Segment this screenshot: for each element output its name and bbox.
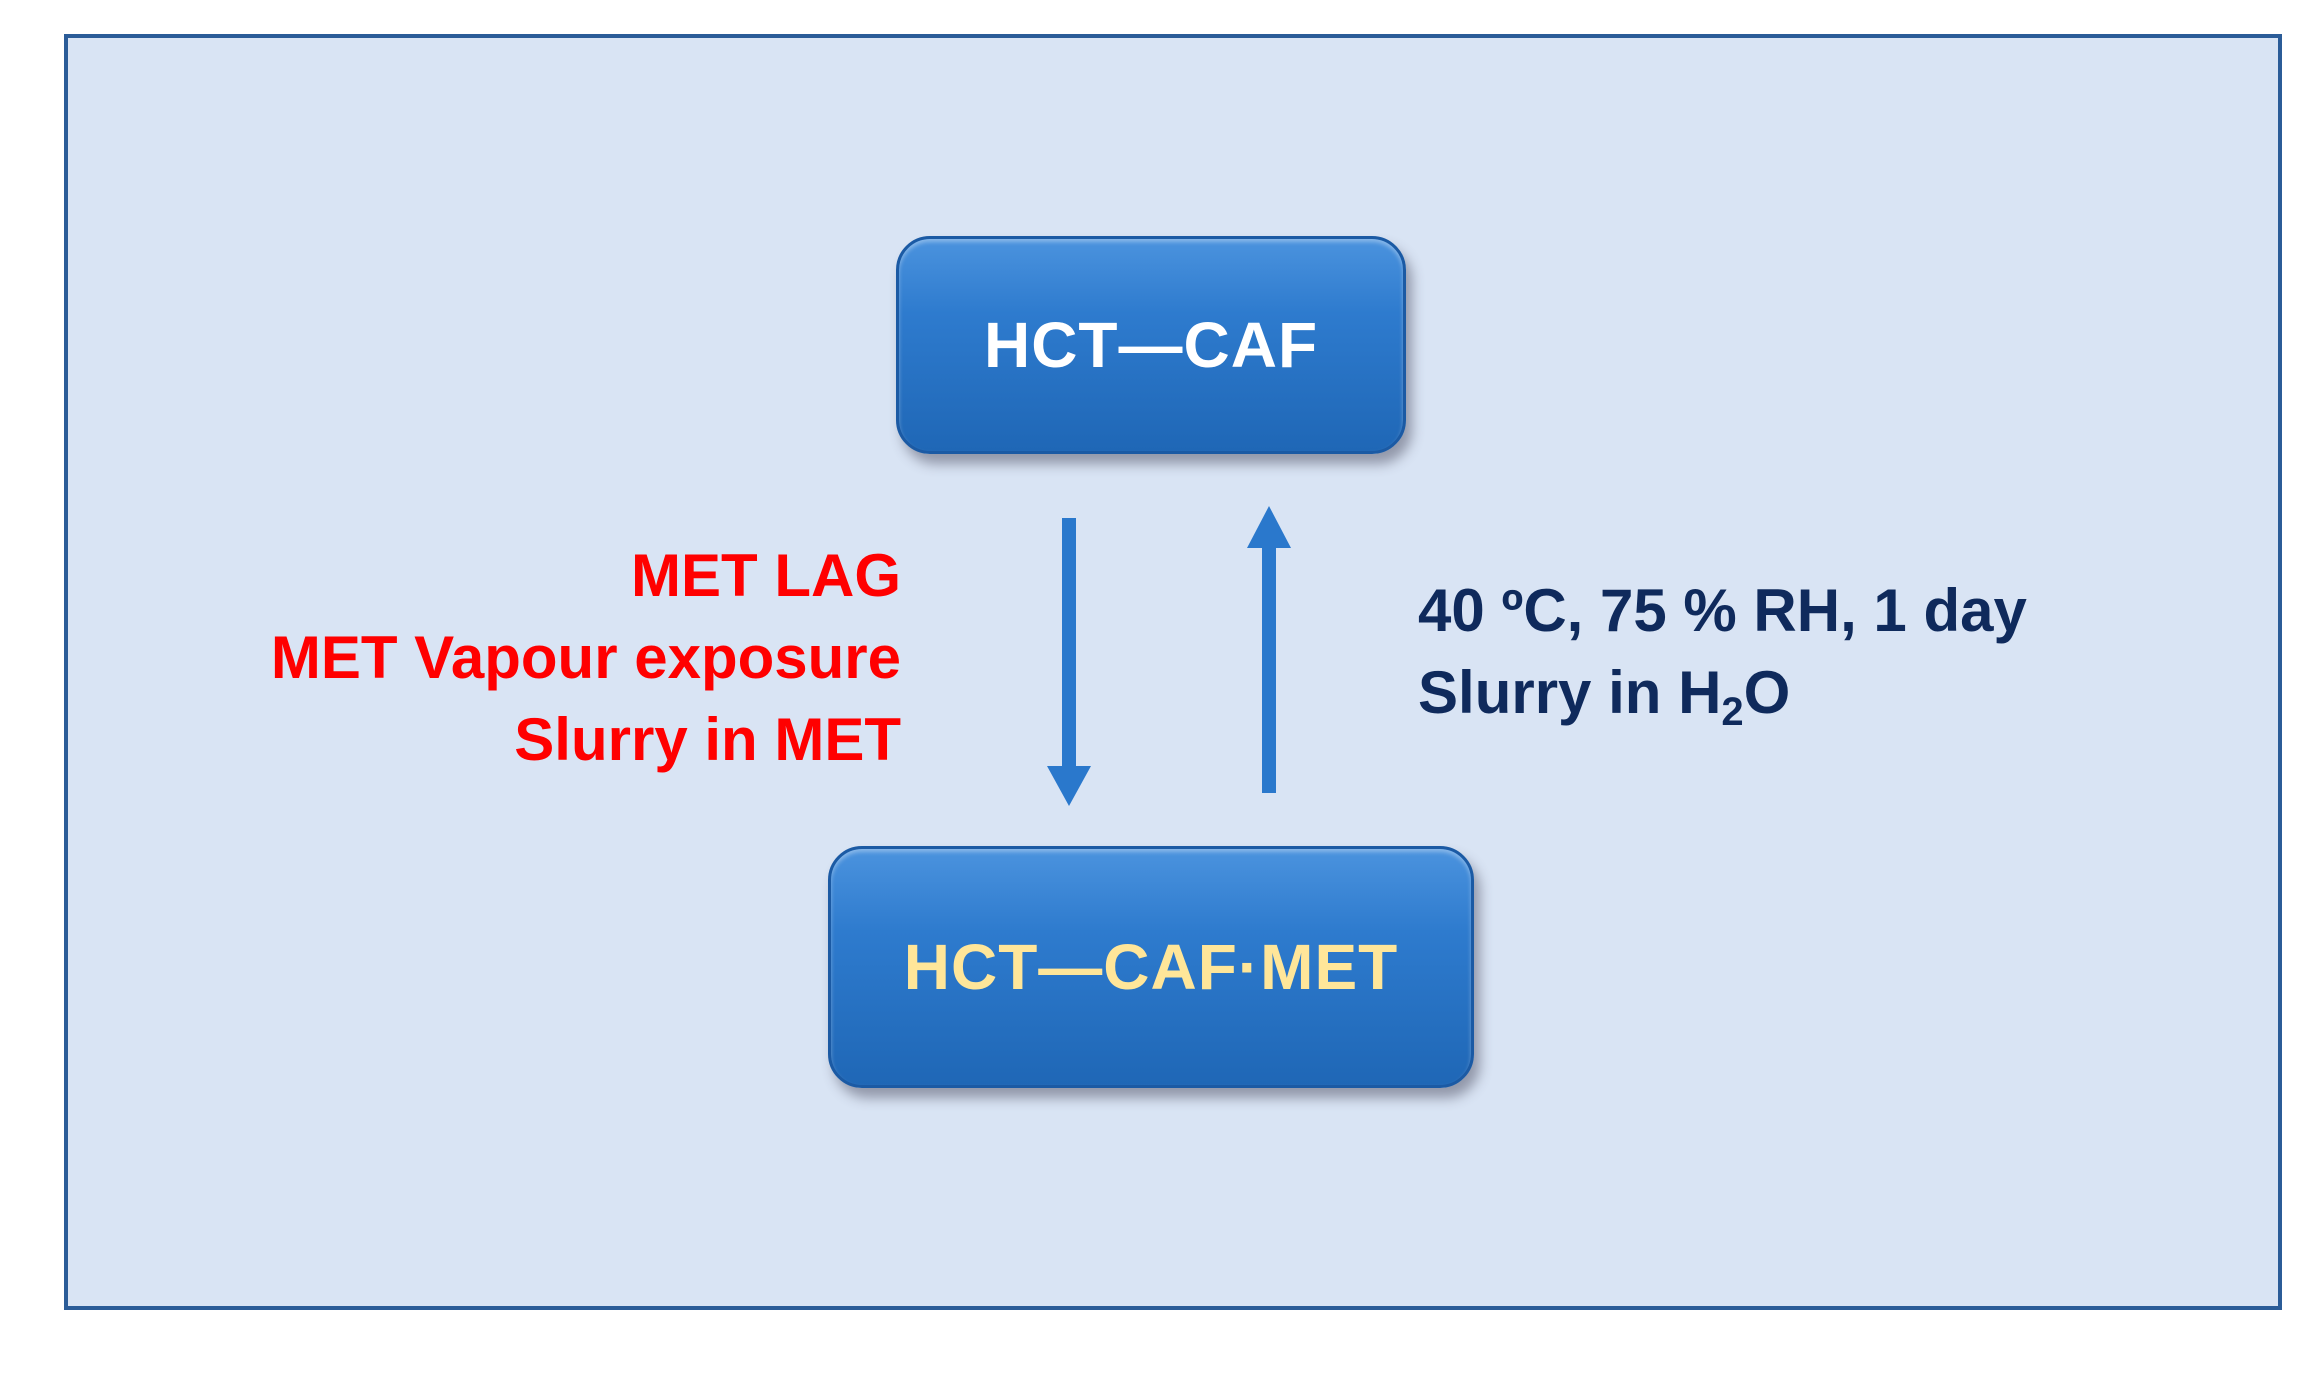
reverse-condition-2: Slurry in H2O <box>1418 652 2027 734</box>
down-arrow <box>1047 518 1091 806</box>
reverse-conditions: 40 ºC, 75 % RH, 1 day Slurry in H2O <box>1418 570 2027 734</box>
reverse-condition-1: 40 ºC, 75 % RH, 1 day <box>1418 577 2027 644</box>
forward-condition-3: Slurry in MET <box>514 706 901 773</box>
reverse-condition-2-suffix: O <box>1743 659 1791 726</box>
reverse-condition-2-prefix: Slurry in H <box>1418 659 1722 726</box>
node-hct-caf-label: HCT—CAF <box>983 309 1319 381</box>
forward-condition-1: MET LAG <box>631 542 901 609</box>
up-arrow <box>1247 506 1291 793</box>
node-hct-caf-met-label: HCT—CAF·MET <box>903 931 1399 1003</box>
node-hct-caf: HCT—CAF <box>896 236 1406 454</box>
forward-condition-2: MET Vapour exposure <box>270 624 901 691</box>
node-hct-caf-met: HCT—CAF·MET <box>828 846 1474 1088</box>
reverse-condition-2-subscript: 2 <box>1721 690 1744 734</box>
forward-conditions: MET LAG MET Vapour exposure Slurry in ME… <box>271 535 901 781</box>
